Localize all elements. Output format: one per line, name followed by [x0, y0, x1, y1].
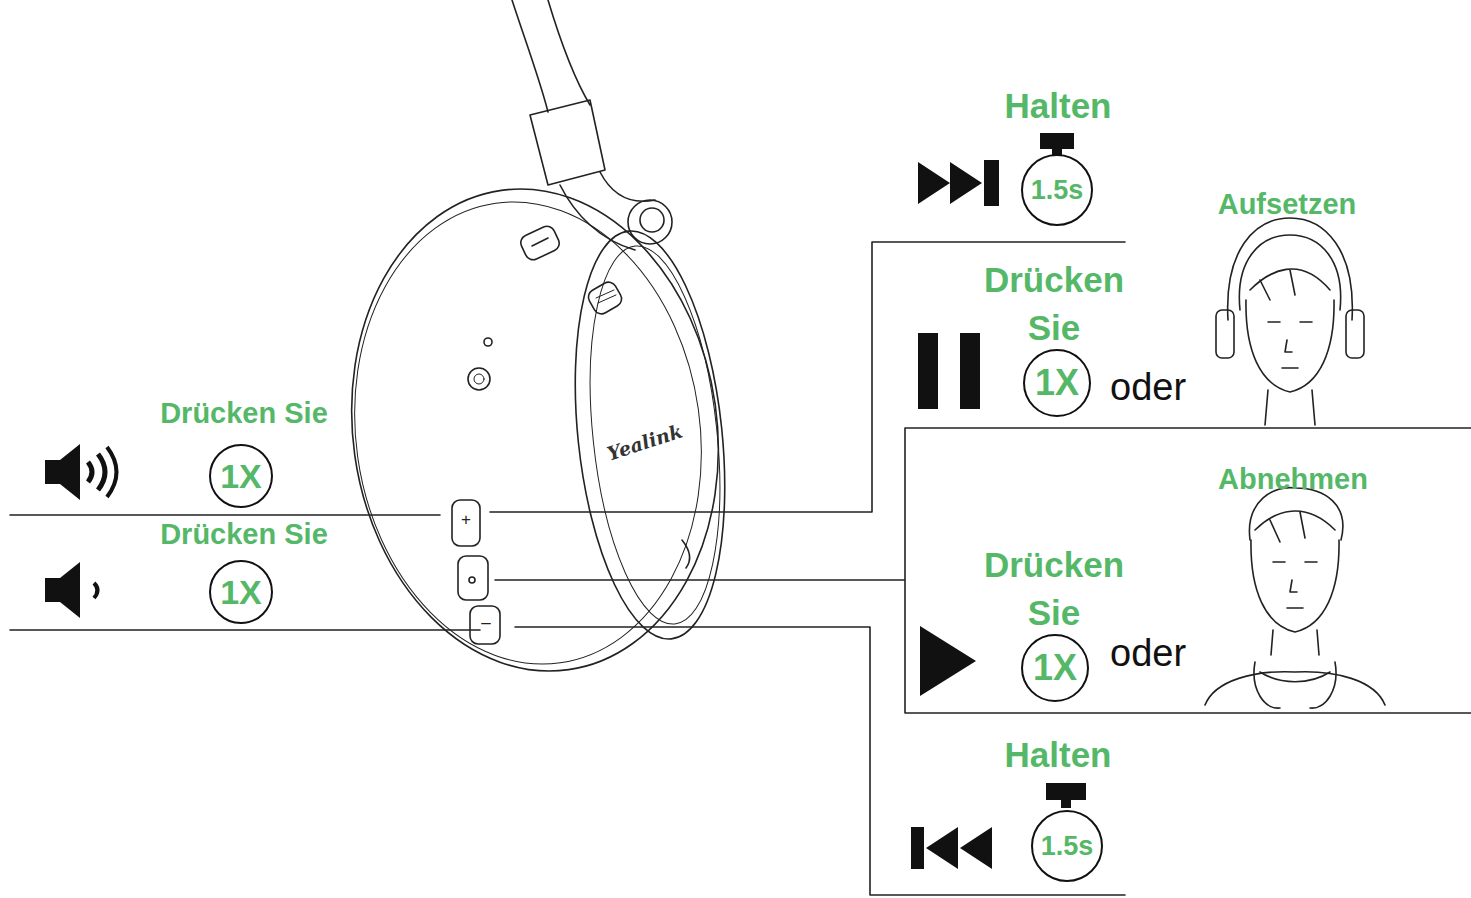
action-label: Aufsetzen [1218, 188, 1357, 221]
node-text: 1X [220, 575, 262, 609]
press-count-circle: 1X [209, 560, 273, 624]
button-symbol: – [481, 613, 490, 633]
button-symbol: + [461, 510, 471, 530]
icons [45, 133, 1086, 869]
press-count-circle: 1X [209, 444, 273, 508]
node-text: 1X [1035, 365, 1079, 401]
conjunction-label: oder [1110, 366, 1186, 410]
node-text: 1X [220, 459, 262, 493]
action-label: Drücken Sie [160, 397, 328, 430]
action-label: Halten [1005, 735, 1112, 775]
node-text: 1.5s [1031, 177, 1084, 204]
action-label: Drücken Sie [160, 518, 328, 551]
conjunction-label: oder [1110, 632, 1186, 676]
stopwatch-circle: 1.5s [1031, 810, 1103, 882]
press-count-circle: 1X [1023, 349, 1091, 417]
action-label: Drücken Sie [959, 256, 1149, 352]
stopwatch-circle: 1.5s [1021, 154, 1093, 226]
brand-logo: Yealink [605, 421, 686, 466]
action-label: Drücken Sie [959, 541, 1149, 637]
action-label: Abnehmen [1218, 463, 1368, 496]
node-text: 1.5s [1041, 833, 1094, 860]
action-label: Halten [1005, 86, 1112, 126]
press-count-circle: 1X [1021, 634, 1089, 702]
node-text: 1X [1033, 650, 1077, 686]
